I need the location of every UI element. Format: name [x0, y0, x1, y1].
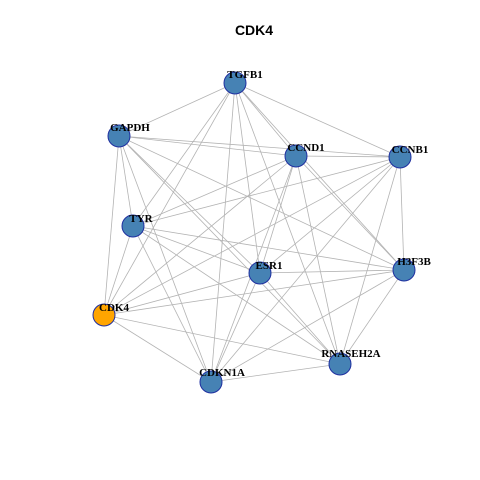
- edge-cdk4-rnaseh2a: [103, 314, 341, 365]
- edge-gapdh-cdkn1a: [118, 135, 212, 383]
- edge-ccnd1-tyr: [132, 155, 297, 227]
- node-label-cdkn1a: CDKN1A: [199, 367, 245, 379]
- node-cdkn1a: [199, 370, 223, 394]
- edge-tgfb1-gapdh: [118, 82, 236, 137]
- edge-ccnb1-cdk4: [103, 156, 401, 316]
- edge-tyr-cdk4: [103, 225, 134, 316]
- edge-ccnd1-ccnb1: [295, 155, 401, 158]
- node-label-cdk4: CDK4: [99, 302, 129, 314]
- edge-esr1-h3f3b: [259, 269, 405, 274]
- node-tyr: [121, 214, 145, 238]
- edge-ccnd1-esr1: [259, 155, 297, 274]
- edge-gapdh-h3f3b: [118, 135, 405, 271]
- edge-ccnb1-rnaseh2a: [339, 156, 401, 365]
- edge-h3f3b-rnaseh2a: [339, 269, 405, 365]
- node-label-rnaseh2a: RNASEH2A: [321, 348, 380, 360]
- edge-gapdh-tyr: [118, 135, 134, 227]
- node-tgfb1: [223, 71, 247, 95]
- edge-h3f3b-cdkn1a: [210, 269, 405, 383]
- edge-tgfb1-tyr: [132, 82, 236, 227]
- edge-ccnd1-cdk4: [103, 155, 297, 316]
- edge-ccnb1-cdkn1a: [210, 156, 401, 383]
- diagram-title: CDK4: [235, 22, 273, 38]
- edge-ccnd1-h3f3b: [295, 155, 405, 271]
- edge-esr1-cdkn1a: [210, 272, 261, 383]
- node-esr1: [248, 261, 272, 285]
- node-label-h3f3b: H3F3B: [397, 256, 431, 268]
- edge-tgfb1-rnaseh2a: [234, 82, 341, 365]
- node-h3f3b: [392, 258, 416, 282]
- edge-cdk4-cdkn1a: [103, 314, 212, 383]
- node-label-esr1: ESR1: [256, 260, 283, 272]
- node-rnaseh2a: [328, 352, 352, 376]
- edge-esr1-cdk4: [103, 272, 261, 316]
- edge-gapdh-esr1: [118, 135, 261, 274]
- node-label-tgfb1: TGFB1: [227, 69, 262, 81]
- node-label-gapdh: GAPDH: [110, 122, 150, 134]
- edge-tgfb1-cdkn1a: [210, 82, 236, 383]
- edge-tgfb1-esr1: [234, 82, 261, 274]
- edge-gapdh-cdk4: [103, 135, 120, 316]
- edge-ccnb1-esr1: [259, 156, 401, 274]
- edge-tgfb1-cdk4: [103, 82, 236, 316]
- edge-rnaseh2a-cdkn1a: [210, 363, 341, 383]
- edge-tyr-h3f3b: [132, 225, 405, 271]
- edge-gapdh-ccnb1: [118, 135, 401, 158]
- node-layer: [92, 71, 416, 394]
- node-label-ccnb1: CCNB1: [392, 144, 429, 156]
- edge-tgfb1-ccnd1: [234, 82, 297, 157]
- node-ccnb1: [388, 145, 412, 169]
- edge-h3f3b-cdk4: [103, 269, 405, 316]
- edge-ccnb1-h3f3b: [399, 156, 405, 271]
- edge-gapdh-rnaseh2a: [118, 135, 341, 365]
- edge-tgfb1-h3f3b: [234, 82, 405, 271]
- node-gapdh: [107, 124, 131, 148]
- edge-tyr-cdkn1a: [132, 225, 212, 383]
- edge-ccnd1-rnaseh2a: [295, 155, 341, 365]
- edge-tgfb1-ccnb1: [234, 82, 401, 158]
- edge-esr1-rnaseh2a: [259, 272, 341, 365]
- edge-gapdh-ccnd1: [118, 135, 297, 157]
- edge-layer: [103, 82, 405, 383]
- node-label-ccnd1: CCND1: [287, 142, 324, 154]
- node-label-tyr: TYR: [129, 213, 153, 225]
- node-ccnd1: [284, 144, 308, 168]
- edge-tyr-esr1: [132, 225, 261, 274]
- node-cdk4: [92, 303, 116, 327]
- edge-ccnb1-tyr: [132, 156, 401, 227]
